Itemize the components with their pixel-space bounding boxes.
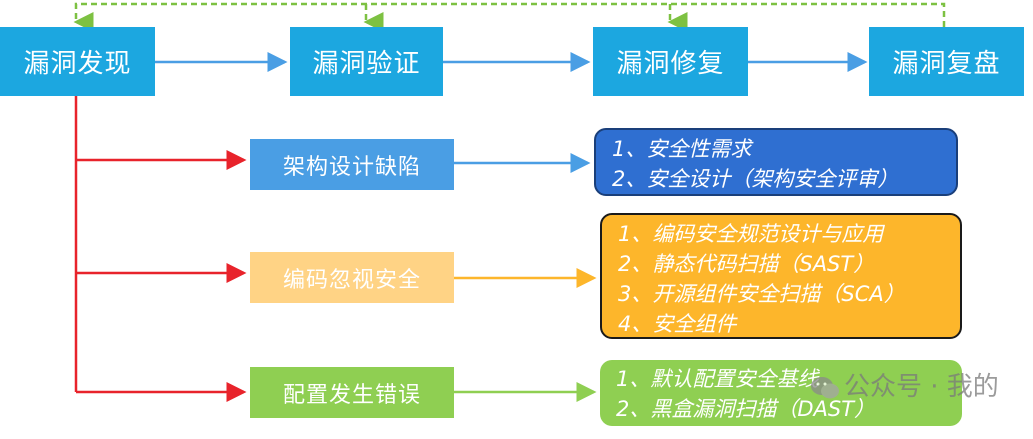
stage-verification-label: 漏洞验证 — [312, 49, 421, 79]
stage-review-label: 漏洞复盘 — [892, 49, 1001, 79]
stage-discovery-label: 漏洞发现 — [23, 49, 132, 79]
detail-item: 1、默认配置安全基线 — [616, 367, 819, 391]
detail-item: 1、编码安全规范设计与应用 — [618, 222, 884, 246]
detail-item: 4、安全组件 — [618, 312, 737, 336]
category-config-label: 配置发生错误 — [282, 382, 421, 408]
stage-discovery: 漏洞发现 — [0, 27, 155, 96]
category-architecture-label: 架构设计缺陷 — [282, 154, 421, 180]
detail-item: 1、安全性需求 — [612, 137, 752, 161]
wechat-icon — [811, 376, 839, 398]
detail-architecture: 1、安全性需求 2、安全设计（架构安全评审） — [594, 128, 958, 196]
detail-coding: 1、编码安全规范设计与应用 2、静态代码扫描（SAST） 3、开源组件安全扫描（… — [600, 213, 962, 339]
stage-verification: 漏洞验证 — [290, 27, 443, 96]
category-coding: 编码忽视安全 — [250, 252, 454, 303]
category-config: 配置发生错误 — [250, 367, 454, 418]
category-architecture: 架构设计缺陷 — [250, 139, 454, 190]
stage-review: 漏洞复盘 — [869, 27, 1024, 96]
category-coding-label: 编码忽视安全 — [282, 267, 421, 293]
detail-config: 1、默认配置安全基线 2、黑盒漏洞扫描（DAST） — [600, 360, 962, 426]
detail-item: 2、安全设计（架构安全评审） — [612, 167, 899, 191]
branch-arrows — [74, 96, 247, 402]
watermark: 公众号 · 我的 — [810, 366, 999, 403]
stage-remediation: 漏洞修复 — [593, 27, 748, 96]
watermark-text: 公众号 · 我的 — [844, 372, 999, 402]
stage-remediation-label: 漏洞修复 — [616, 49, 725, 79]
detail-item: 2、静态代码扫描（SAST） — [618, 252, 875, 276]
detail-item: 2、黑盒漏洞扫描（DAST） — [616, 397, 876, 421]
detail-item: 3、开源组件安全扫描（SCA） — [618, 282, 905, 306]
feedback-loop — [73, 2, 946, 32]
